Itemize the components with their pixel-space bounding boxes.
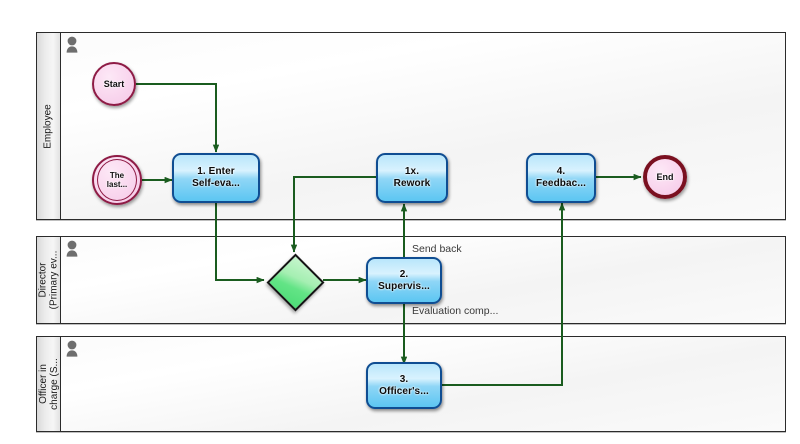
pool-officer-label-line2: charge (S... <box>48 358 60 410</box>
person-icon <box>66 36 78 53</box>
timer-start-event-label-line1: The <box>109 171 125 180</box>
person-icon <box>66 240 78 257</box>
task-rework-label-line2: Rework <box>393 178 431 189</box>
task-1-enter-self-evaluation[interactable]: 1. Enter Self-eva... <box>172 153 260 203</box>
person-icon <box>66 340 78 357</box>
task-2-supervision[interactable]: 2. Supervis... <box>366 257 442 304</box>
pool-director-label-line1: Director <box>37 262 49 298</box>
task-4-label-line2: Feedbac... <box>536 178 586 189</box>
pool-director-label: Director(Primary ev... <box>38 251 60 310</box>
pool-director-header[interactable]: Director(Primary ev... <box>37 237 61 323</box>
pool-employee-label: Employee <box>43 103 54 149</box>
task-3-officers[interactable]: 3. Officer's... <box>366 362 442 409</box>
start-event[interactable]: Start <box>92 62 136 106</box>
task-rework-label-line1: 1x. <box>404 166 420 177</box>
timer-start-event-label-line2: last... <box>106 180 128 189</box>
end-event[interactable]: End <box>643 155 687 199</box>
end-event-label: End <box>656 172 674 182</box>
task-4-feedback[interactable]: 4. Feedbac... <box>526 153 596 203</box>
pool-officer-label-line1: Officer in <box>37 364 49 404</box>
pool-employee-header[interactable]: Employee <box>37 33 61 219</box>
task-1-label-line2: Self-eva... <box>192 178 240 189</box>
task-1x-rework[interactable]: 1x. Rework <box>376 153 448 203</box>
start-event-label: Start <box>103 79 125 89</box>
task-3-label-line1: 3. <box>399 373 409 385</box>
task-1-label-line1: 1. Enter <box>197 166 235 177</box>
exclusive-gateway[interactable] <box>266 253 325 312</box>
task-2-label-line1: 2. <box>399 268 409 280</box>
timer-start-event-inner: The last... <box>97 159 137 201</box>
flow-label-evaluation-complete: Evaluation comp... <box>412 305 499 317</box>
task-2-label-line2: Supervis... <box>378 280 430 292</box>
pool-director-label-line2: (Primary ev... <box>48 250 60 310</box>
flow-label-send-back: Send back <box>412 243 462 255</box>
task-3-label-line2: Officer's... <box>379 385 429 397</box>
task-4-label-line1: 4. <box>556 166 566 177</box>
timer-start-event[interactable]: The last... <box>92 155 142 205</box>
